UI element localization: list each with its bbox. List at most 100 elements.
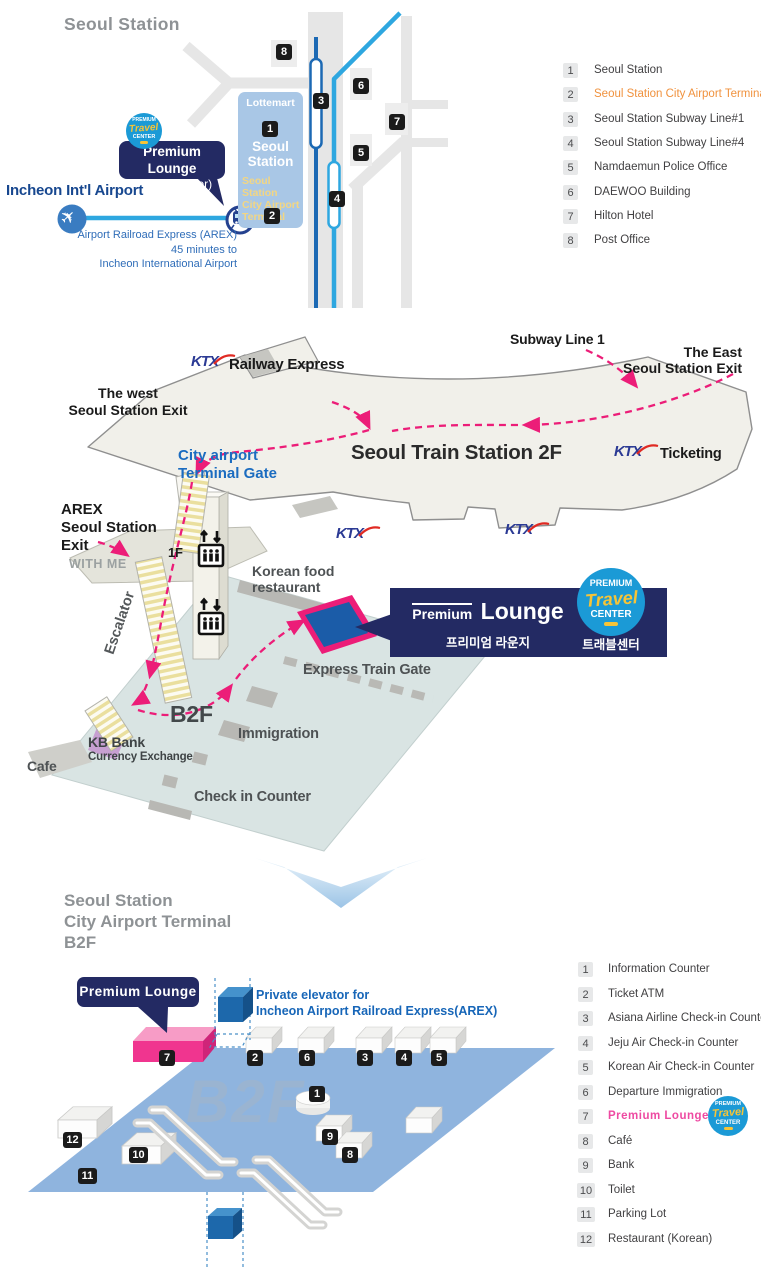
legend-item: Asiana Airline Check-in Counter	[608, 1012, 761, 1024]
ktx-text: KTX	[191, 353, 220, 370]
map-badge-10: 10	[129, 1147, 148, 1163]
legend-item: Seoul Station Subway Line#1	[594, 113, 745, 125]
map-badge-3: 3	[313, 93, 329, 109]
kb-bank-label: KB Bank	[88, 734, 145, 750]
gray-quad-2	[292, 496, 338, 518]
city-airport-gate-label: City airport Terminal Gate	[178, 447, 277, 482]
incheon-airport-label: Incheon Int'l Airport	[6, 182, 144, 199]
escalator-hatch-lower	[84, 696, 134, 752]
railway-express-label: Railway Express	[229, 356, 345, 373]
immigration-block-1	[246, 686, 278, 708]
korean-food-label: Korean food restaurant	[252, 563, 334, 595]
lottemart-label: Lottemart	[246, 97, 295, 109]
arex-exit-line1: AREX	[61, 501, 103, 518]
badge-premium: PREMIUM	[132, 116, 156, 123]
hall-2f-floor	[87, 354, 753, 529]
legend-badge: 12	[577, 1232, 595, 1247]
legend-badge: 5	[563, 160, 578, 175]
legend-item: Departure Immigration	[608, 1086, 723, 1098]
map-badge-3: 3	[357, 1050, 373, 1066]
walking-route	[97, 348, 734, 717]
badge-center: CENTER	[715, 1120, 741, 1127]
food-line2: restaurant	[252, 579, 321, 595]
east-exit-line1: The East	[683, 344, 742, 360]
gate-line2: Terminal Gate	[178, 464, 277, 482]
legend-item: Seoul Station	[594, 64, 663, 76]
map-badge-11: 11	[78, 1168, 97, 1184]
private-elevator-line1: Private elevator for	[256, 988, 370, 1002]
private-elevator-cube-bottom	[208, 1208, 242, 1239]
legend-item: Seoul Station Subway Line#4	[594, 137, 745, 149]
gray-quad-1	[240, 349, 280, 377]
banner-tail	[355, 614, 392, 641]
arex-note-line3: Incheon International Airport	[99, 258, 237, 270]
travel-center-badge-small: PREMIUM Travel CENTER	[126, 113, 162, 149]
legend-badge: 7	[578, 1109, 593, 1124]
legend-badge: 6	[563, 185, 578, 200]
legend-item: Information Counter	[608, 963, 710, 975]
arex-exit-line3: Exit	[61, 537, 89, 554]
counter-block-1	[191, 751, 209, 766]
legend-badge: 2	[578, 987, 593, 1002]
bottom-title: Seoul Station City Airport Terminal B2F	[64, 890, 231, 953]
badge-travel: Travel	[584, 586, 638, 611]
counter-block-2	[161, 774, 179, 789]
legend-badge: 2	[563, 87, 578, 102]
b2f-mid-label: B2F	[170, 701, 213, 727]
private-elevator-label: Private elevator for Incheon Airport Rai…	[256, 988, 497, 1019]
elevator-icon	[197, 529, 225, 568]
premium-lounge-callout-bottom: Premium Lounge	[77, 977, 199, 1007]
legend-badge: 4	[563, 136, 578, 151]
west-exit-line2: Seoul Station Exit	[68, 401, 188, 418]
legend-item: Ticket ATM	[608, 988, 665, 1000]
immigration-block-2	[218, 720, 250, 742]
legend-item: Korean Air Check-in Counter	[608, 1061, 755, 1073]
legend-item: Hilton Hotel	[594, 210, 654, 222]
legend-badge: 9	[578, 1158, 593, 1173]
bottom-title-line1: Seoul Station	[64, 891, 173, 910]
legend-badge: 3	[578, 1011, 593, 1026]
map-badge-9: 9	[322, 1129, 338, 1145]
top-callout-tail	[193, 174, 224, 206]
top-map-title: Seoul Station	[64, 14, 180, 34]
street-roads	[182, 12, 448, 308]
food-line1: Korean food	[252, 563, 335, 579]
arex-note: Airport Railroad Express (AREX) 45 minut…	[57, 228, 237, 272]
immigration-label: Immigration	[238, 726, 319, 742]
callout-line1: Premium Lounge	[143, 144, 201, 176]
escalator-hatch-main	[134, 556, 193, 704]
bottom-callout-tail	[138, 1007, 168, 1033]
seoul-station-block: Lottemart 1 Seoul Station Seoul Station …	[238, 92, 303, 228]
badge-pill	[140, 141, 148, 145]
arex-exit-line2: Seoul Station	[61, 519, 157, 536]
counter-strip	[148, 800, 192, 820]
map-badge-5: 5	[431, 1050, 447, 1066]
map-badge-6: 6	[299, 1050, 315, 1066]
ktx-logo: KTX	[191, 353, 236, 370]
map-badge-4: 4	[329, 191, 345, 207]
west-exit-line1: The west	[98, 385, 158, 401]
floor-1f-label: 1F	[168, 545, 183, 560]
subway-line4-track	[331, 11, 402, 308]
lounge-location-fill	[305, 602, 368, 647]
cafe-block	[28, 740, 92, 778]
ktx-logo: KTX	[505, 521, 550, 538]
banner-korean: 프리미엄 라운지	[446, 636, 530, 650]
restaurant-strip	[237, 580, 328, 616]
station-name: Seoul Station	[238, 139, 303, 169]
banner-premium: Premium	[412, 603, 473, 622]
arex-note-line2: 45 minutes to	[170, 243, 237, 256]
checkin-counter-label: Check in Counter	[194, 789, 311, 805]
legend-item: Seoul Station City Airport Terminal	[594, 88, 761, 100]
legend-item: Bank	[608, 1159, 635, 1171]
badge-center: CENTER	[590, 608, 632, 620]
legend-item: Café	[608, 1135, 633, 1147]
map-badge-6: 6	[353, 78, 369, 94]
express-gate-dashes	[282, 656, 435, 703]
private-elevator-line2: Incheon Airport Railroad Express(AREX)	[256, 1003, 498, 1018]
legend-badge: 1	[563, 63, 578, 78]
west-exit-label: The west Seoul Station Exit	[58, 385, 198, 418]
gate-line1: City airport	[178, 447, 259, 464]
